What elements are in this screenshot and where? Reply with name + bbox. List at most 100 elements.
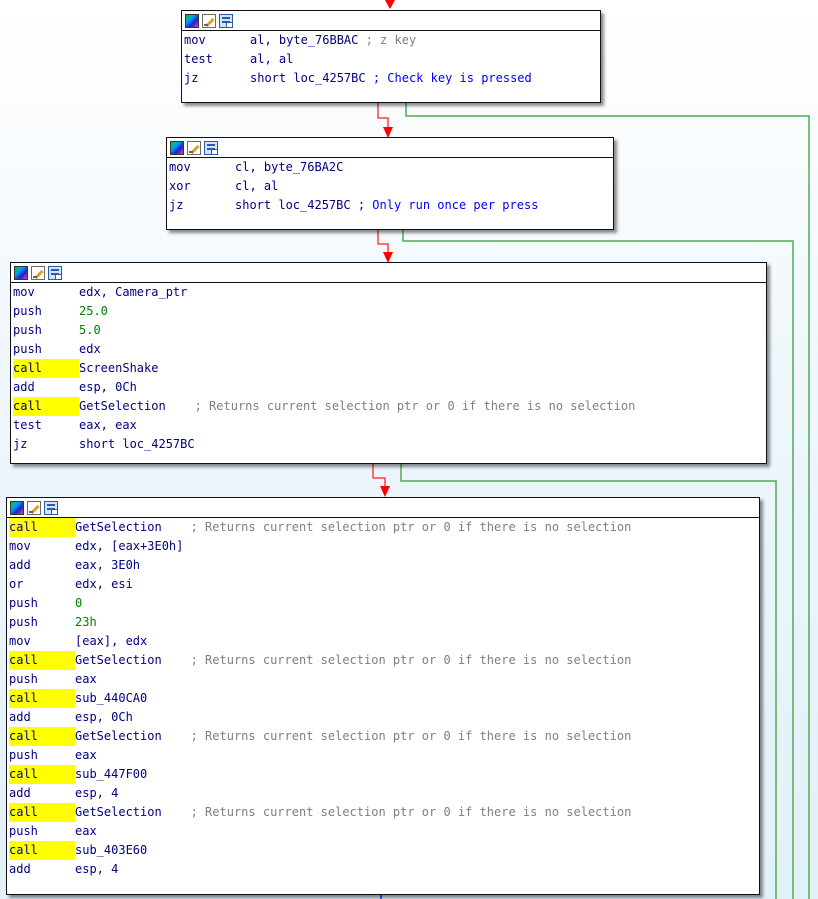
comment: ; Returns current selection ptr or 0 if … <box>161 520 632 534</box>
mnemonic: add <box>9 786 31 800</box>
arrow-head-b3-b4 <box>380 486 390 497</box>
operands: GetSelection <box>79 399 166 413</box>
edit-icon[interactable] <box>202 13 216 28</box>
edge-b2-true <box>402 229 794 899</box>
immediate-operand: 0 <box>75 596 83 610</box>
mnemonic: call <box>9 518 75 537</box>
instruction-line[interactable]: mov[eax], edx <box>9 632 757 651</box>
operands: GetSelection <box>75 520 162 534</box>
graph-icon[interactable] <box>44 500 58 515</box>
mnemonic: mov <box>9 539 31 553</box>
mnemonic: push <box>9 596 38 610</box>
mnemonic: push <box>9 748 38 762</box>
mnemonic: push <box>13 304 42 318</box>
operands: esp, 0Ch <box>75 710 133 724</box>
block-titlebar <box>7 498 759 518</box>
edge-b3-b4 <box>372 463 386 487</box>
mnemonic: xor <box>169 179 191 193</box>
mnemonic: call <box>9 765 75 784</box>
mnemonic: or <box>9 577 24 591</box>
mnemonic: jz <box>184 71 199 85</box>
instruction-line[interactable]: add eax, 3E0h <box>9 556 757 575</box>
operands: sub_403E60 <box>75 843 148 857</box>
mnemonic: add <box>9 558 31 572</box>
operands: eax, eax <box>79 418 137 432</box>
mnemonic: call <box>13 397 79 416</box>
arrow-head-b2-b3 <box>383 252 393 263</box>
edge-b1-true <box>405 102 810 899</box>
palette-icon[interactable] <box>14 265 28 280</box>
comment: ; Only run once per press <box>350 198 539 212</box>
operands: esp, 4 <box>75 786 119 800</box>
edit-icon[interactable] <box>187 140 201 155</box>
graph-icon[interactable] <box>48 265 62 280</box>
mnemonic: call <box>9 689 75 708</box>
mnemonic: call <box>9 727 75 746</box>
mnemonic: call <box>9 803 75 822</box>
edit-icon[interactable] <box>27 500 41 515</box>
operands: al, byte_76BBAC <box>250 33 359 47</box>
comment: ; Returns current selection ptr or 0 if … <box>161 729 632 743</box>
operands: short loc_4257BC <box>235 198 351 212</box>
operands: ScreenShake <box>79 361 159 375</box>
instruction-line[interactable]: add esp, 4 <box>9 784 757 803</box>
palette-icon[interactable] <box>185 13 199 28</box>
instruction-line[interactable]: push 0 <box>9 594 757 613</box>
operands: cl, byte_76BA2C <box>235 160 344 174</box>
operands: eax <box>75 672 97 686</box>
mnemonic: call <box>9 651 75 670</box>
edit-icon[interactable] <box>31 265 45 280</box>
arrow-head-incoming <box>385 0 395 9</box>
palette-icon[interactable] <box>170 140 184 155</box>
mnemonic: add <box>9 862 31 876</box>
graph-icon[interactable] <box>204 140 218 155</box>
mnemonic: test <box>184 52 213 66</box>
graph-icon[interactable] <box>219 13 233 28</box>
comment: ; Returns current selection ptr or 0 if … <box>161 805 632 819</box>
immediate-operand: 23h <box>75 615 97 629</box>
block-titlebar <box>11 263 766 283</box>
edge-b2-b3 <box>377 229 389 253</box>
operands: eax, 3E0h <box>75 558 141 572</box>
operands: [eax], edx <box>75 634 148 648</box>
palette-icon[interactable] <box>10 500 24 515</box>
